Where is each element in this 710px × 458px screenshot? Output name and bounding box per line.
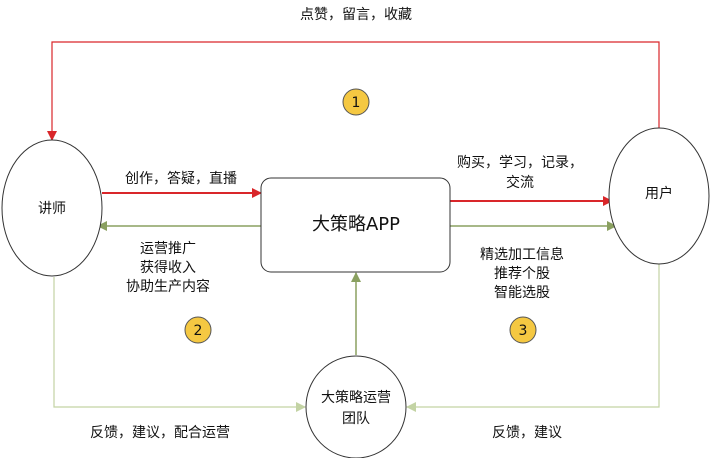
label-user-to-team: 反馈，建议 — [492, 425, 562, 441]
edge-user-to-lecturer — [47, 41, 660, 141]
edge-lecturer-to-team — [53, 277, 306, 412]
app-label: 大策略APP — [312, 214, 400, 235]
label-app-to-user-1: 购买，学习，记录， — [457, 155, 583, 171]
team-node — [305, 355, 407, 458]
user-node — [608, 127, 710, 265]
badge-2: 2 — [184, 316, 212, 344]
team-label-line2: 团队 — [342, 411, 370, 427]
badge-3: 3 — [509, 316, 537, 344]
label-user-to-lecturer: 点赞，留言，收藏 — [300, 7, 412, 23]
badge-1: 1 — [342, 88, 370, 116]
app-node — [260, 177, 451, 273]
label-app-to-user-2: 交流 — [506, 174, 534, 191]
badge-3-label: 3 — [519, 323, 528, 339]
label-app-info-1: 精选加工信息 — [480, 246, 564, 263]
label-app-to-lecturer-1: 运营推广 — [140, 241, 196, 257]
label-lecturer-to-app: 创作，答疑，直播 — [125, 170, 237, 187]
label-lecturer-to-team: 反馈，建议，配合运营 — [90, 425, 230, 441]
label-app-to-lecturer-2: 获得收入 — [140, 259, 196, 276]
badge-1-label: 1 — [352, 95, 361, 111]
user-label: 用户 — [645, 185, 673, 202]
lecturer-label: 讲师 — [38, 201, 66, 217]
label-app-to-lecturer-3: 协助生产内容 — [126, 278, 210, 295]
label-app-info-2: 推荐个股 — [494, 266, 550, 282]
lecturer-node — [1, 139, 103, 277]
badge-2-label: 2 — [194, 323, 203, 339]
edge-user-to-team — [406, 263, 660, 412]
label-app-info-3: 智能选股 — [494, 285, 550, 301]
team-label-line1: 大策略运营 — [321, 389, 391, 406]
